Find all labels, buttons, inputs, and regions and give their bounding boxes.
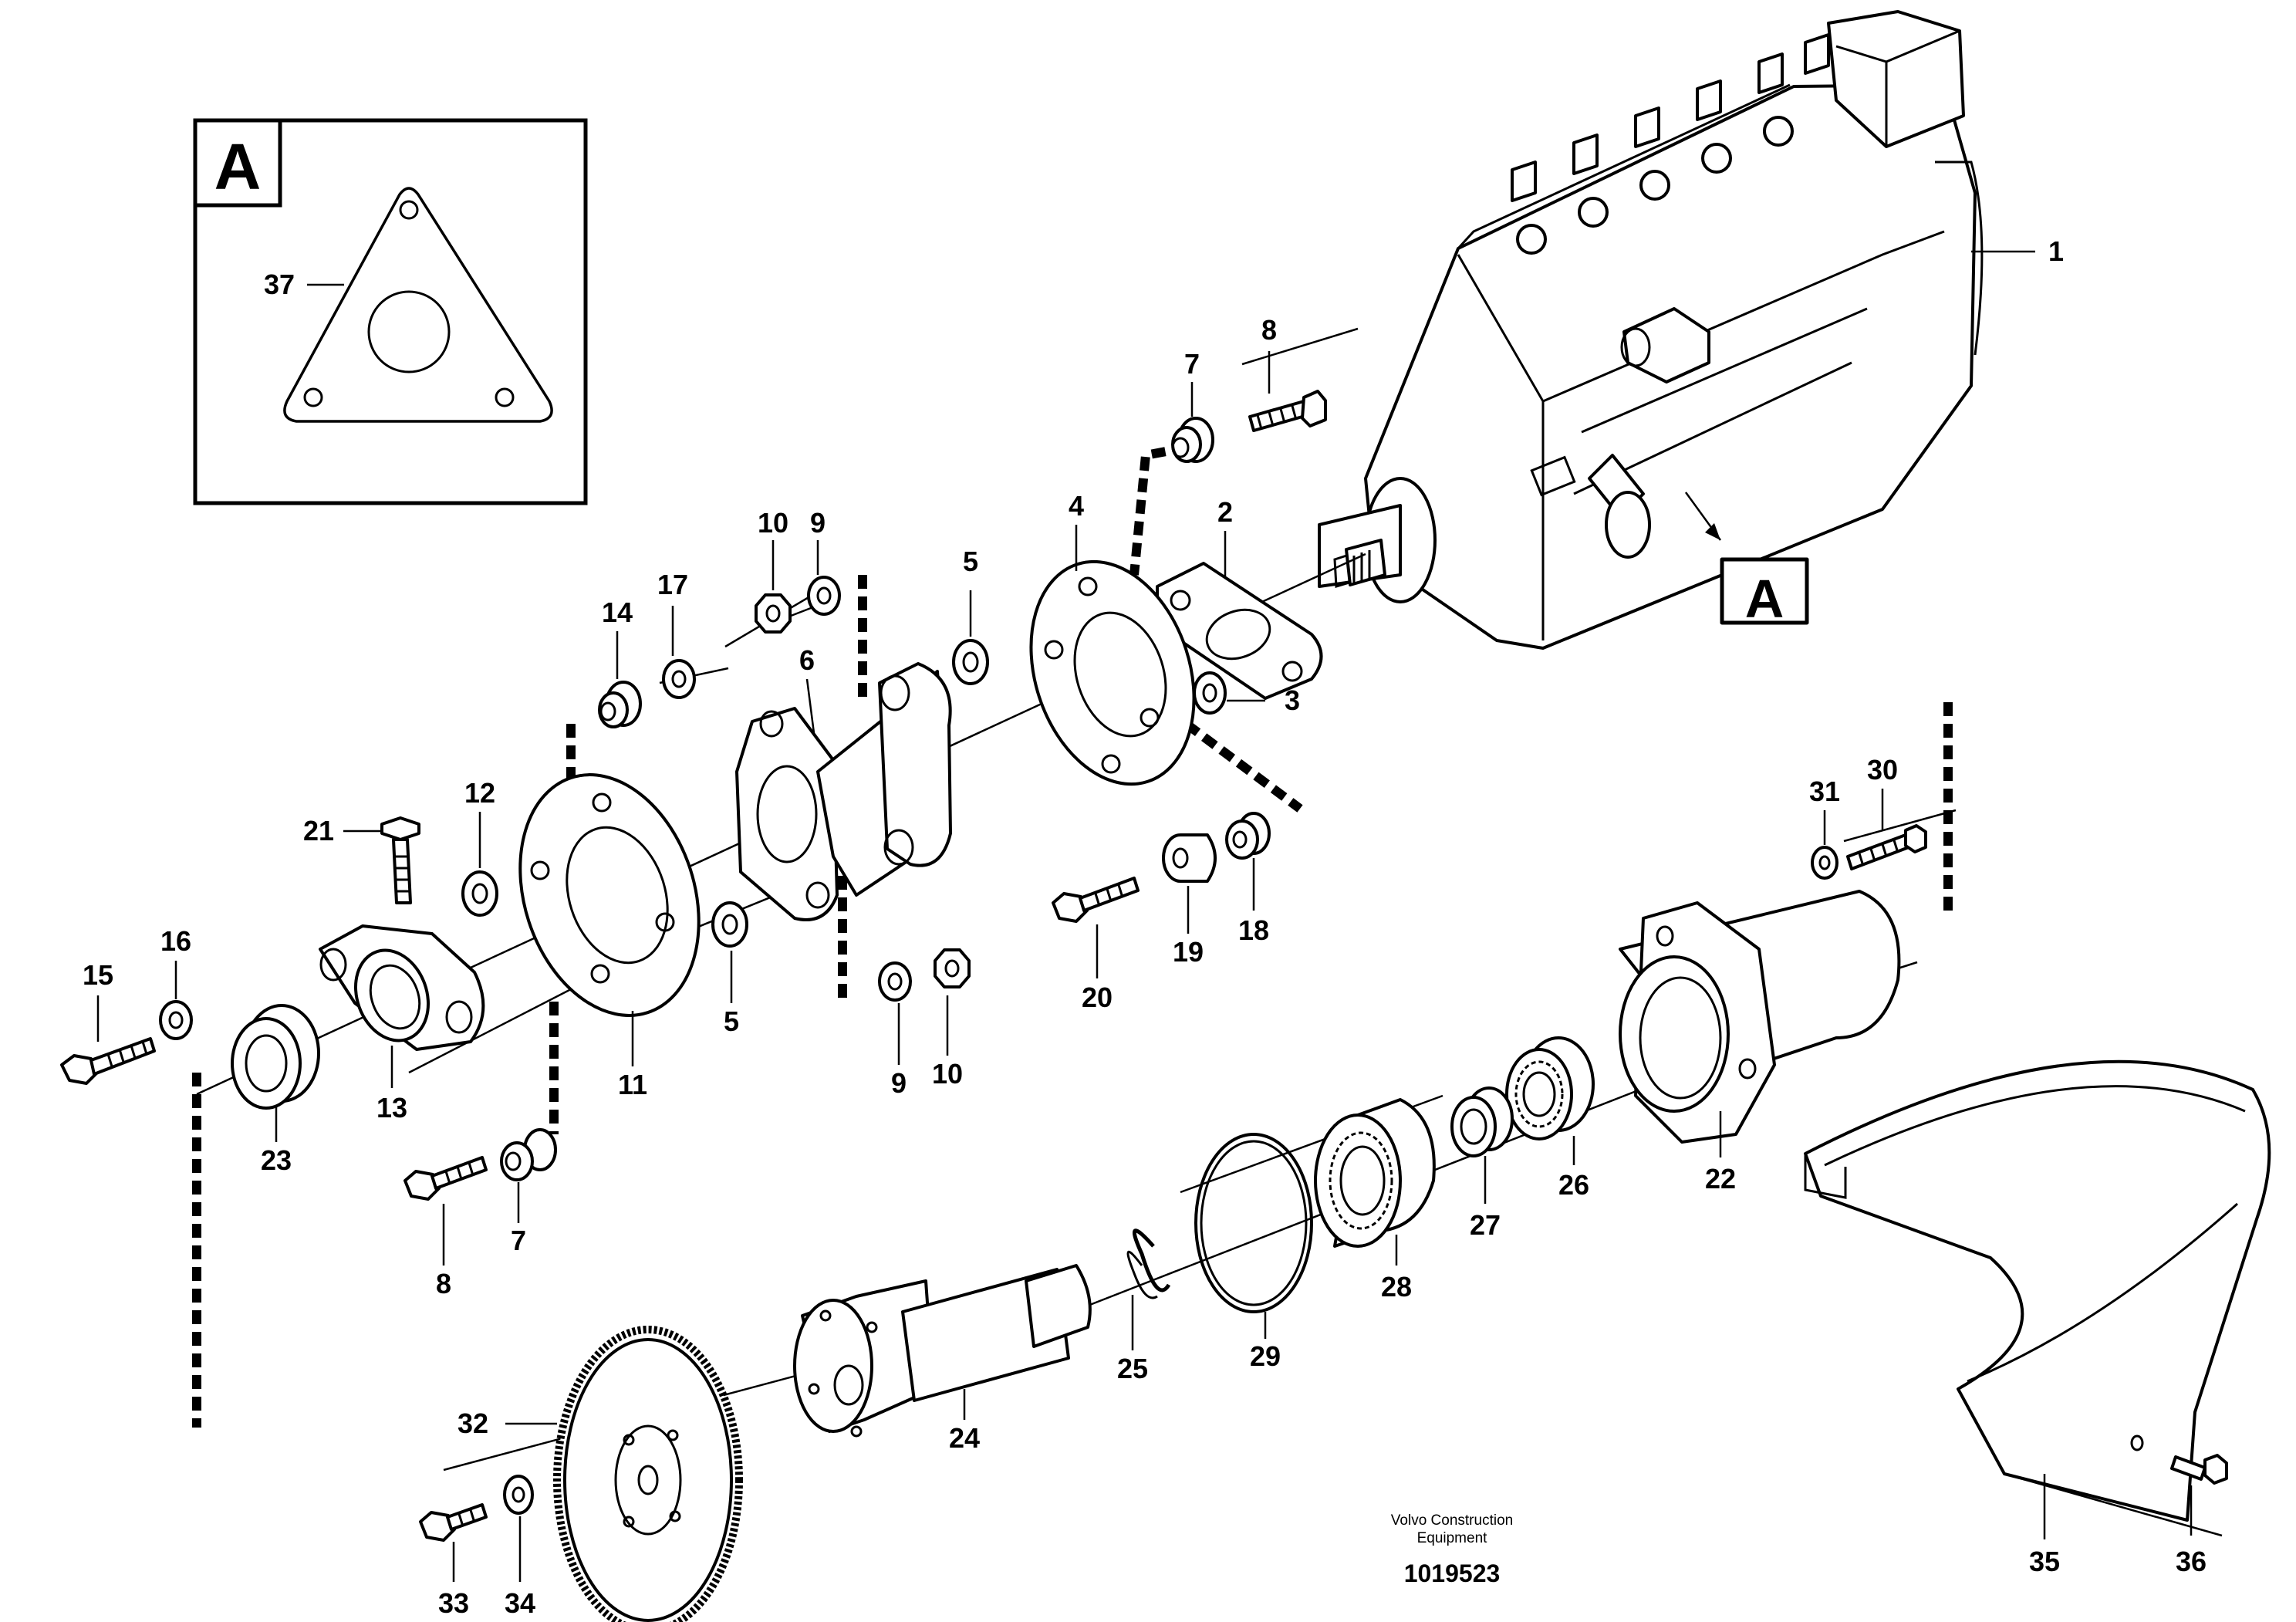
pump-delivery-valves: [1511, 33, 1830, 255]
nut-10-lower: [934, 948, 971, 988]
washer-3: [1193, 671, 1227, 715]
screw-30: [1846, 824, 1927, 870]
washer-7-lower: [500, 1128, 557, 1181]
part-label-15: 15: [83, 959, 113, 991]
gasket-triangle: [283, 187, 553, 423]
spacer-27: [1450, 1086, 1514, 1157]
plate-4: [1029, 559, 1196, 786]
part-label-28: 28: [1381, 1271, 1412, 1303]
part-label-9-upper: 9: [810, 507, 826, 539]
washer-18: [1225, 812, 1271, 860]
o-ring-29: [1194, 1133, 1313, 1313]
washer-34: [503, 1475, 534, 1515]
footer-brand-line-2: Equipment: [1417, 1530, 1488, 1546]
part-label-5-lower: 5: [724, 1005, 739, 1037]
part-label-21: 21: [303, 815, 334, 846]
washer-9-lower: [878, 961, 912, 1002]
bearing-28: [1314, 1098, 1436, 1248]
washer-9-upper: [807, 576, 841, 616]
part-label-16: 16: [160, 925, 191, 957]
injection-pump: 1 A: [1318, 10, 2064, 650]
part-label-27: 27: [1470, 1209, 1501, 1241]
part-label-7-lower: 7: [511, 1225, 526, 1256]
screw-36: [2170, 1454, 2228, 1485]
screw-21: [380, 816, 420, 904]
pump-fitting: [1588, 454, 1651, 559]
part-label-37: 37: [264, 269, 295, 300]
part-label-10-lower: 10: [932, 1058, 963, 1090]
part-label-34: 34: [505, 1587, 535, 1619]
washer-5-lower: [711, 901, 748, 948]
part-label-9-lower: 9: [891, 1067, 907, 1099]
footer-brand: Volvo Construction Equipment 1019523: [1391, 1512, 1513, 1587]
part-label-32: 32: [458, 1407, 488, 1439]
screw-33: [419, 1503, 488, 1542]
part-label-6: 6: [799, 644, 815, 676]
part-label-11: 11: [618, 1069, 647, 1100]
part-label-23: 23: [261, 1144, 292, 1176]
part-label-36: 36: [2176, 1546, 2207, 1577]
part-label-25: 25: [1117, 1353, 1148, 1384]
pump-drive-shaft: [1345, 539, 1386, 586]
part-label-17: 17: [657, 569, 688, 600]
part-label-2: 2: [1217, 496, 1233, 528]
seal-23: [231, 1004, 320, 1110]
gear-32: [553, 1326, 743, 1622]
cover-35: [1804, 1059, 2271, 1522]
footer-brand-line-1: Volvo Construction: [1391, 1512, 1513, 1529]
clamp-13: [319, 924, 485, 1051]
washer-5-upper: [952, 639, 989, 685]
part-label-18: 18: [1238, 914, 1269, 946]
part-label-13: 13: [376, 1092, 407, 1124]
washer-31: [1811, 846, 1838, 880]
part-label-29: 29: [1250, 1340, 1281, 1372]
part-label-35: 35: [2029, 1546, 2060, 1577]
part-label-14: 14: [602, 596, 633, 628]
part-label-3: 3: [1285, 684, 1300, 716]
part-label-4: 4: [1069, 490, 1084, 522]
part-label-8-top: 8: [1261, 314, 1277, 346]
circlip-25: [1126, 1228, 1171, 1299]
part-label-33: 33: [438, 1587, 469, 1619]
bracket-6: [735, 662, 952, 921]
part-label-26: 26: [1558, 1169, 1589, 1201]
pump-callout-letter: A: [1745, 569, 1784, 629]
part-label-5-upper: 5: [963, 546, 978, 577]
washer-7-top: [1171, 417, 1214, 463]
part-label-30: 30: [1867, 754, 1898, 786]
part-label-10-upper: 10: [758, 507, 788, 539]
nut-10-upper: [755, 593, 792, 634]
part-label-20: 20: [1082, 982, 1113, 1013]
pump-connector-block: [1827, 10, 1965, 148]
screw-15: [60, 1037, 156, 1085]
washer-16: [159, 1000, 193, 1040]
part-label-12: 12: [464, 777, 495, 809]
part-label-1: 1: [2048, 235, 2064, 267]
part-label-19: 19: [1173, 936, 1204, 968]
part-label-31: 31: [1809, 776, 1840, 807]
washer-12: [461, 870, 498, 917]
part-label-22: 22: [1705, 1163, 1736, 1195]
plate-11: [518, 773, 701, 1017]
housing-22: [1619, 890, 1901, 1144]
detail-a-letter: A: [214, 130, 262, 203]
part-label-7-top: 7: [1184, 348, 1200, 380]
part-label-8-lower: 8: [436, 1268, 451, 1299]
part-label-24: 24: [949, 1422, 980, 1454]
washer-14: [598, 681, 642, 728]
washer-17: [662, 659, 696, 699]
shaft-24: [793, 1264, 1092, 1438]
screw-20: [1052, 877, 1140, 923]
screw-8-lower: [403, 1156, 488, 1201]
spacer-19: [1162, 833, 1217, 883]
detail-a-box: A 37: [193, 118, 588, 505]
screw-8-top: [1248, 390, 1327, 432]
drawing-number: 1019523: [1404, 1559, 1501, 1587]
pump-inlet-nozzle: [1620, 307, 1710, 384]
bearing-26: [1505, 1036, 1595, 1140]
assembly-axis-lines: [196, 327, 2223, 1537]
gasket-flange-2: [1156, 562, 1323, 700]
